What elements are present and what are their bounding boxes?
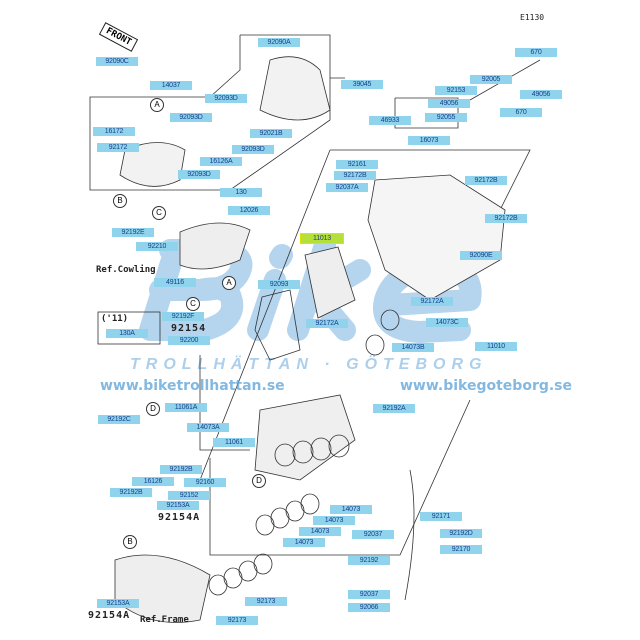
part-label[interactable]: 92172 [97, 143, 139, 152]
part-label[interactable]: 92172B [485, 214, 527, 223]
callout-b: B [113, 194, 127, 208]
part-label[interactable]: 92037 [352, 530, 394, 539]
part-label[interactable]: 92192F [162, 312, 204, 321]
part-label[interactable]: 14073C [426, 318, 468, 327]
part-label[interactable]: 92172A [411, 297, 453, 306]
part-label[interactable]: 92192C [98, 415, 140, 424]
callout-c: C [152, 206, 166, 220]
callout-a: A [150, 98, 164, 112]
cylinder-head [367, 174, 506, 301]
part-label[interactable]: 16073 [408, 136, 450, 145]
part-label[interactable]: 14073B [392, 343, 434, 352]
callout-d: D [252, 474, 266, 488]
part-label[interactable]: 92037A [326, 183, 368, 192]
breather-hose [404, 469, 415, 601]
part-label[interactable]: 92172B [334, 171, 376, 180]
air-box-cover [119, 142, 186, 187]
part-label[interactable]: 92161 [336, 160, 378, 169]
part-label[interactable]: 92192E [112, 228, 154, 237]
part-label[interactable]: 92210 [136, 242, 178, 251]
part-label[interactable]: 92192B [160, 465, 202, 474]
throttle-ring [274, 443, 296, 467]
part-label[interactable]: 92153 [435, 86, 477, 95]
part-label[interactable]: 670 [515, 48, 557, 57]
air-filter-element [304, 246, 356, 319]
part-92154a-bold: 92154A [88, 610, 131, 621]
part-label[interactable]: 92160 [184, 478, 226, 487]
part-label[interactable]: 92173 [245, 597, 287, 606]
side-cover [179, 222, 251, 270]
part-label[interactable]: 670 [500, 108, 542, 117]
watermark-url-right: www.bikegoteborg.se [400, 378, 573, 394]
diagram-code: E1130 [520, 13, 545, 22]
part-label[interactable]: 49056 [520, 90, 562, 99]
part-label[interactable]: 49056 [428, 99, 470, 108]
part-label[interactable]: 14073 [283, 538, 325, 547]
part-label[interactable]: 92192 [348, 556, 390, 565]
part-label[interactable]: 49116 [154, 278, 196, 287]
part-label[interactable]: 92021B [250, 129, 292, 138]
part-label[interactable]: 92037 [348, 590, 390, 599]
part-label[interactable]: 14073 [299, 527, 341, 536]
part-label[interactable]: 46933 [369, 116, 411, 125]
part-label[interactable]: 14037 [150, 81, 192, 90]
callout-d: D [146, 402, 160, 416]
part-92154-bold: 92154 [171, 323, 207, 334]
ref-cowling: Ref.Cowling [96, 265, 156, 275]
throttle-clamp [380, 309, 400, 331]
part-label[interactable]: 92173 [216, 616, 258, 625]
part-label[interactable]: 92153A [97, 599, 139, 608]
part-label[interactable]: 14073A [187, 423, 229, 432]
highlighted-part-label[interactable]: 11013 [300, 233, 344, 244]
part-label[interactable]: 92093 [258, 280, 300, 289]
part-label[interactable]: 92093D [232, 145, 274, 154]
part-label[interactable]: 11061 [213, 438, 255, 447]
part-label[interactable]: 92153A [157, 501, 199, 510]
part-label[interactable]: 14073 [330, 505, 372, 514]
part-label[interactable]: 92090E [460, 251, 502, 260]
callout-c: C [186, 297, 200, 311]
part-label[interactable]: 11010 [475, 342, 517, 351]
part-label[interactable]: 92172A [306, 319, 348, 328]
frame-lower [209, 399, 471, 556]
part-label[interactable]: 92171 [420, 512, 462, 521]
watermark-url-left: www.biketrollhattan.se [100, 378, 285, 394]
air-box-lower [254, 394, 356, 481]
part-label[interactable]: 39045 [341, 80, 383, 89]
part-label[interactable]: 92192A [373, 404, 415, 413]
year-note: ('11) [101, 314, 129, 324]
air-box-top [259, 56, 331, 121]
part-label[interactable]: 92090A [258, 38, 300, 47]
part-label[interactable]: 92066 [348, 603, 390, 612]
part-label[interactable]: 92093D [170, 113, 212, 122]
callout-b: B [123, 535, 137, 549]
part-label[interactable]: 12026 [228, 206, 270, 215]
part-label[interactable]: 16126A [200, 157, 242, 166]
part-label[interactable]: 130A [106, 329, 148, 338]
part-label[interactable]: 16172 [93, 127, 135, 136]
part-label[interactable]: 16126 [132, 477, 174, 486]
part-label[interactable]: 92152 [168, 491, 210, 500]
part-label[interactable]: 14073 [313, 516, 355, 525]
frame-top-box [89, 34, 345, 191]
part-label[interactable]: 92192D [440, 529, 482, 538]
frame-filter-box [199, 355, 250, 451]
part-label[interactable]: 92170 [440, 545, 482, 554]
part-92154a-bold: 92154A [158, 512, 201, 523]
callout-a: A [222, 276, 236, 290]
part-label[interactable]: 92005 [470, 75, 512, 84]
part-label[interactable]: 92172B [465, 176, 507, 185]
part-label[interactable]: 92055 [425, 113, 467, 122]
part-label[interactable]: 92192B [110, 488, 152, 497]
part-label[interactable]: 92090C [96, 57, 138, 66]
part-label[interactable]: 92093D [178, 170, 220, 179]
filter-gasket [254, 289, 301, 361]
part-label[interactable]: 92200 [168, 336, 210, 345]
part-label[interactable]: 130 [220, 188, 262, 197]
part-label[interactable]: 92093D [205, 94, 247, 103]
part-label[interactable]: 11061A [165, 403, 207, 412]
ref-frame: Ref.Frame [140, 615, 189, 625]
frame-year-box [97, 311, 161, 345]
watermark-subtitle: TROLLHÄTTAN · GÖTEBORG [130, 356, 488, 373]
